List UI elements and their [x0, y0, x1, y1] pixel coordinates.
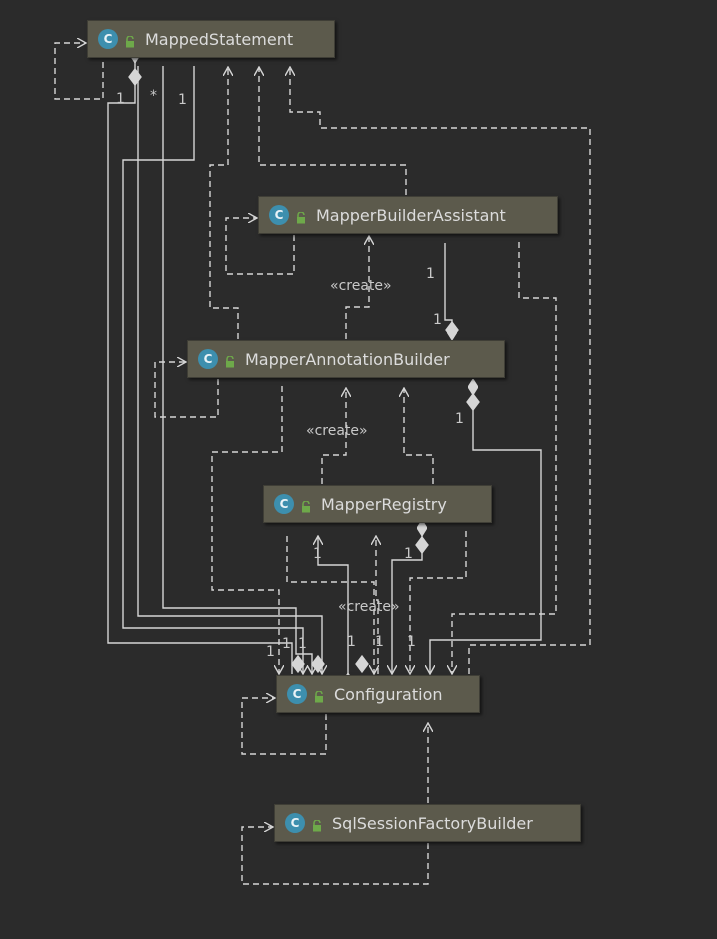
public-lock-icon	[314, 688, 324, 703]
composition-diamond	[291, 654, 305, 674]
create-label: «create»	[306, 423, 368, 439]
multiplicity-label: 1	[347, 634, 356, 650]
class-icon: C	[287, 684, 307, 704]
composition-diamond	[128, 67, 142, 87]
composition-diamond	[311, 654, 325, 674]
multiplicity-label: 1	[407, 634, 416, 650]
multiplicity-label: 1	[455, 411, 464, 427]
assoc-configuration-mapped-statement-a	[107, 62, 293, 674]
dep-builder-assistant-configuration	[452, 242, 557, 674]
multiplicity-label: 1	[404, 546, 413, 562]
assoc-configuration-mapped-statement-b	[162, 66, 312, 674]
public-lock-icon	[301, 498, 311, 513]
multiplicity-label: 1	[433, 312, 442, 328]
class-icon: C	[285, 813, 305, 833]
class-icon: C	[98, 29, 118, 49]
class-name-label: MapperRegistry	[321, 494, 447, 514]
create-configuration-registry	[286, 536, 374, 674]
public-lock-icon	[296, 209, 306, 224]
create-label: «create»	[330, 278, 392, 294]
dep-configuration-mapped-statement	[290, 67, 591, 674]
class-icon: C	[198, 349, 218, 369]
dep-annotation-builder-mapped-statement	[209, 67, 239, 339]
public-lock-icon	[225, 353, 235, 368]
class-name-label: SqlSessionFactoryBuilder	[332, 813, 533, 833]
public-lock-icon	[312, 817, 322, 832]
create-registry-annotation-builder	[321, 388, 346, 484]
multiplicity-label: 1	[178, 92, 187, 108]
composition-diamond	[355, 654, 369, 674]
multiplicity-label: *	[150, 88, 157, 104]
class-icon: C	[274, 494, 294, 514]
multiplicity-label: 1	[313, 546, 322, 562]
class-node-sql-session-factory-builder[interactable]: C SqlSessionFactoryBuilder	[274, 804, 581, 842]
dep-registry-configuration	[410, 531, 467, 674]
composition-diamond	[415, 535, 429, 555]
dep-annotation-builder-configuration	[211, 386, 282, 674]
multiplicity-label: 1	[298, 636, 307, 652]
multiplicity-label: 1	[282, 636, 291, 652]
self-dep-mapped-statement	[54, 43, 104, 100]
class-name-label: MapperBuilderAssistant	[316, 205, 506, 225]
class-node-mapper-annotation-builder[interactable]: C MapperAnnotationBuilder	[187, 340, 505, 378]
self-dep-mapper-annotation-builder	[154, 362, 219, 418]
composition-diamond	[466, 392, 480, 412]
class-name-label: Configuration	[334, 684, 443, 704]
self-dep-mapper-builder-assistant	[225, 218, 295, 275]
class-node-configuration[interactable]: C Configuration	[276, 675, 480, 713]
class-name-label: MappedStatement	[145, 29, 294, 49]
multiplicity-label: 1	[266, 644, 275, 660]
assoc-configuration-mapped-statement-c	[122, 66, 303, 674]
self-dep-configuration	[241, 698, 327, 755]
class-name-label: MapperAnnotationBuilder	[245, 349, 450, 369]
class-node-mapped-statement[interactable]: C MappedStatement	[87, 20, 335, 58]
public-lock-icon	[125, 33, 135, 48]
assoc-configuration-registry	[318, 536, 348, 674]
multiplicity-label: 1	[375, 634, 384, 650]
class-icon: C	[269, 205, 289, 225]
class-node-mapper-registry[interactable]: C MapperRegistry	[263, 485, 492, 523]
multiplicity-label: 1	[426, 266, 435, 282]
class-node-mapper-builder-assistant[interactable]: C MapperBuilderAssistant	[258, 196, 558, 234]
create-annotation-builder-builder-assistant	[345, 236, 369, 339]
assoc-annotation-builder-configuration	[430, 394, 542, 674]
create-label: «create»	[338, 599, 400, 615]
create-configuration-registry-2	[376, 536, 378, 674]
multiplicity-label: 1	[116, 91, 125, 107]
composition-diamond	[445, 320, 459, 340]
dep-registry-annotation-builder	[404, 388, 434, 484]
dep-builder-assistant-mapped-statement	[259, 67, 407, 195]
self-dep-sql-session-factory-builder	[241, 827, 429, 885]
